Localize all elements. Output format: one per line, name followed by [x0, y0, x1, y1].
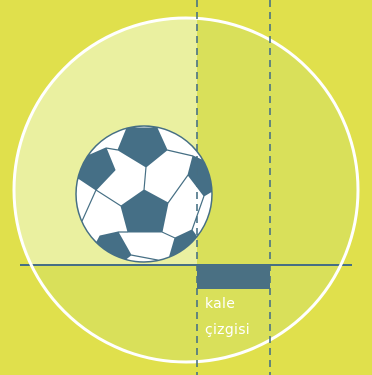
goal-line-block [197, 265, 270, 289]
field-circle-outline [12, 16, 360, 364]
goal-line-label-line1: kale [205, 296, 235, 312]
goal-line-label-line2: çizgisi [205, 322, 250, 338]
